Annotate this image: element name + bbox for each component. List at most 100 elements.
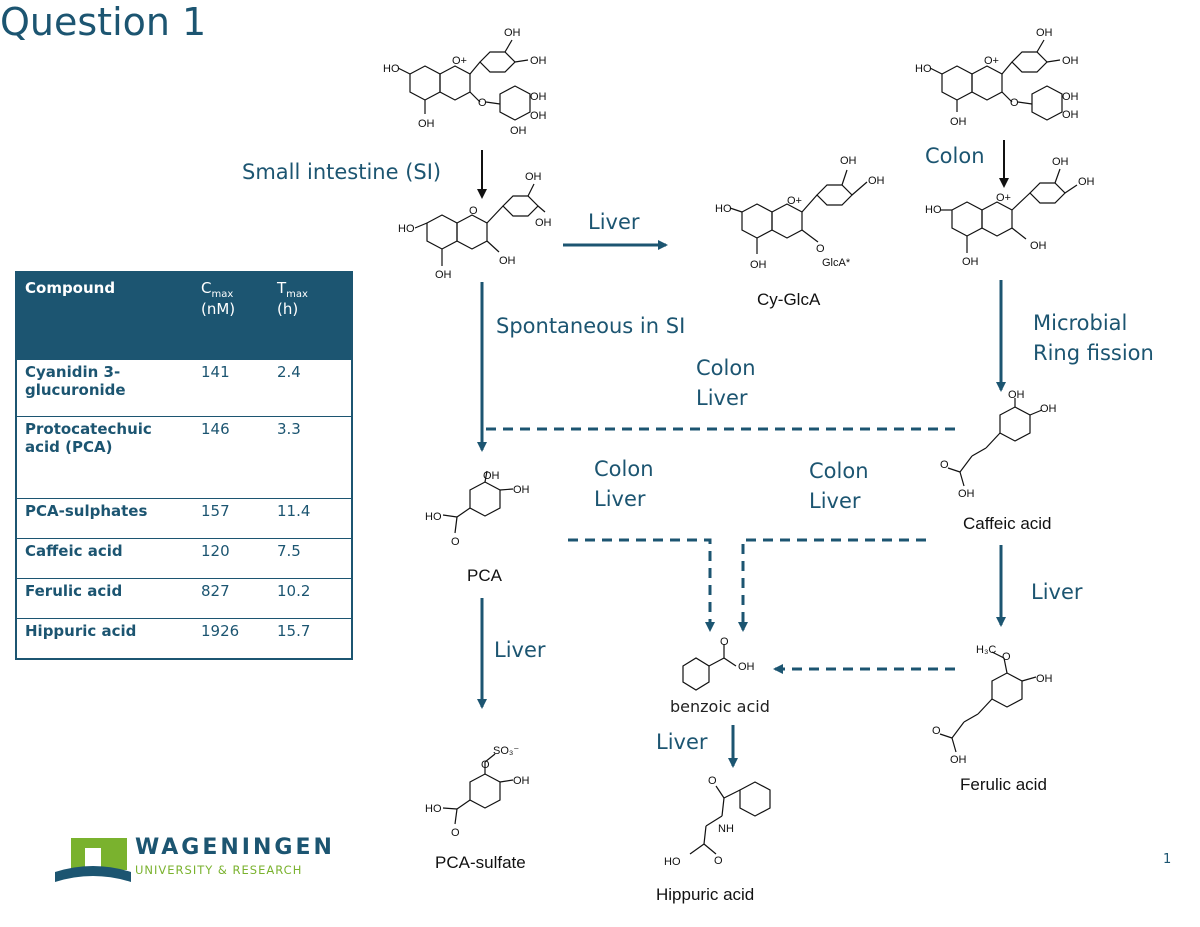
caption-ferulic: Ferulic acid	[960, 775, 1047, 794]
svg-text:OH: OH	[1062, 55, 1079, 67]
caption-pca-sulfate: PCA-sulfate	[435, 853, 526, 872]
svg-text:OH: OH	[513, 484, 530, 496]
svg-text:O+: O+	[787, 195, 802, 207]
dashed-caffeic-benzoic	[738, 538, 926, 632]
svg-text:SO₃⁻: SO₃⁻	[493, 745, 519, 757]
label-colon-left: Colon	[594, 457, 654, 481]
svg-text:OH: OH	[1062, 109, 1079, 121]
svg-text:OH: OH	[868, 175, 885, 187]
svg-text:OH: OH	[840, 155, 857, 167]
label-liver-right: Liver	[809, 489, 861, 513]
svg-text:H₃C: H₃C	[976, 644, 996, 656]
table-header-row: Compound Cmax(nM) Tmax(h)	[16, 272, 352, 360]
benzoic-acid-structure: O OH	[682, 636, 755, 691]
svg-text:OH: OH	[1008, 390, 1025, 401]
svg-text:GlcA*: GlcA*	[822, 257, 851, 269]
cyanidin-glucoside-structure: HO O+ OH OH OH O OH OH OH	[383, 27, 547, 137]
svg-text:O: O	[1002, 651, 1011, 663]
svg-text:O: O	[816, 243, 825, 255]
label-colon-mid: Colon	[696, 356, 756, 380]
logo-wordmark: WAGENINGEN	[135, 835, 335, 860]
svg-text:O: O	[940, 459, 949, 471]
table-row: Caffeic acid 120 7.5	[16, 538, 352, 579]
caption-hippuric: Hippuric acid	[656, 885, 755, 904]
svg-text:O: O	[720, 636, 729, 648]
svg-text:HO: HO	[398, 223, 415, 235]
svg-text:O: O	[469, 205, 478, 217]
svg-text:HO: HO	[715, 203, 732, 215]
svg-text:O+: O+	[996, 192, 1011, 204]
svg-text:OH: OH	[510, 125, 527, 137]
label-liver-benzoic: Liver	[656, 730, 708, 754]
svg-text:OH: OH	[525, 171, 542, 183]
header-tmax: Tmax(h)	[269, 272, 352, 360]
header-cmax: Cmax(nM)	[193, 272, 269, 360]
table-row: Ferulic acid 827 10.2	[16, 578, 352, 619]
svg-text:OH: OH	[950, 116, 967, 128]
logo-subtitle: UNIVERSITY & RESEARCH	[135, 863, 303, 877]
svg-text:HO: HO	[925, 204, 942, 216]
cyanidin-colon-structure: HO O+ OH OH OH OH	[925, 156, 1095, 268]
table-row: Hippuric acid 1926 15.7	[16, 618, 352, 659]
svg-text:OH: OH	[1030, 240, 1047, 252]
svg-text:HO: HO	[383, 63, 400, 75]
svg-text:O: O	[1010, 97, 1019, 109]
slide-title: Question 1	[0, 0, 207, 44]
label-liver-mid: Liver	[696, 386, 748, 410]
label-ring-fission: Ring fission	[1033, 341, 1154, 365]
svg-text:OH: OH	[750, 259, 767, 271]
caption-cy-glca: Cy-GlcA	[757, 290, 821, 309]
svg-text:HO: HO	[915, 63, 932, 75]
pca-structure: OH OH HO O	[425, 470, 530, 548]
svg-text:O: O	[708, 775, 717, 787]
svg-text:HO: HO	[664, 856, 681, 868]
label-liver-pca: Liver	[494, 638, 546, 662]
svg-text:O: O	[478, 97, 487, 109]
label-microbial: Microbial	[1033, 311, 1128, 335]
svg-text:OH: OH	[513, 775, 530, 787]
table-row: Cyanidin 3-glucuronide 141 2.4	[16, 359, 352, 417]
cy-glca-structure: HO O+ OH OH OH O GlcA*	[715, 155, 885, 271]
label-colon-right: Colon	[809, 459, 869, 483]
svg-text:OH: OH	[435, 269, 452, 281]
cyanidin-glucoside-structure-colon: HO O+ OH OH OH O OH OH	[915, 27, 1079, 128]
ferulic-acid-structure: H₃C O OH O OH	[932, 644, 1053, 766]
svg-text:OH: OH	[738, 661, 755, 673]
caption-pca: PCA	[467, 566, 502, 585]
page-number: 1	[1163, 852, 1172, 867]
table-row: Protocatechuic acid (PCA) 146 3.3	[16, 416, 352, 499]
caffeic-acid-structure: OH OH O OH	[940, 390, 1057, 500]
svg-text:OH: OH	[950, 754, 967, 766]
pharmacokinetics-table: Compound Cmax(nM) Tmax(h) Cyanidin 3-glu…	[15, 271, 353, 660]
hippuric-acid-structure: O NH HO O	[664, 775, 771, 868]
svg-text:HO: HO	[425, 803, 442, 815]
dashed-pca-benzoic	[568, 538, 715, 632]
wur-emblem-icon	[55, 838, 131, 882]
svg-text:OH: OH	[535, 217, 552, 229]
svg-text:OH: OH	[530, 55, 547, 67]
svg-text:HO: HO	[425, 511, 442, 523]
label-small-intestine: Small intestine (SI)	[242, 160, 442, 184]
header-compound: Compound	[16, 272, 193, 360]
caption-benzoic: benzoic acid	[670, 697, 770, 716]
label-liver-caffeic: Liver	[1031, 580, 1083, 604]
pca-sulfate-structure: O SO₃⁻ OH HO O	[425, 745, 530, 839]
svg-text:O: O	[451, 827, 460, 839]
svg-text:OH: OH	[504, 27, 521, 39]
caption-caffeic: Caffeic acid	[963, 514, 1052, 533]
label-colon-top: Colon	[925, 144, 985, 168]
svg-text:OH: OH	[1036, 673, 1053, 685]
label-liver-top: Liver	[588, 210, 640, 234]
wageningen-logo: WAGENINGEN UNIVERSITY & RESEARCH	[55, 830, 345, 890]
table-row: PCA-sulphates 157 11.4	[16, 498, 352, 539]
svg-text:O+: O+	[984, 55, 999, 67]
svg-text:OH: OH	[1078, 176, 1095, 188]
svg-text:O: O	[451, 536, 460, 548]
svg-text:OH: OH	[499, 255, 516, 267]
svg-text:OH: OH	[1062, 91, 1079, 103]
svg-text:OH: OH	[958, 488, 975, 500]
svg-text:O: O	[932, 725, 941, 737]
label-liver-left: Liver	[594, 487, 646, 511]
svg-text:O+: O+	[452, 55, 467, 67]
